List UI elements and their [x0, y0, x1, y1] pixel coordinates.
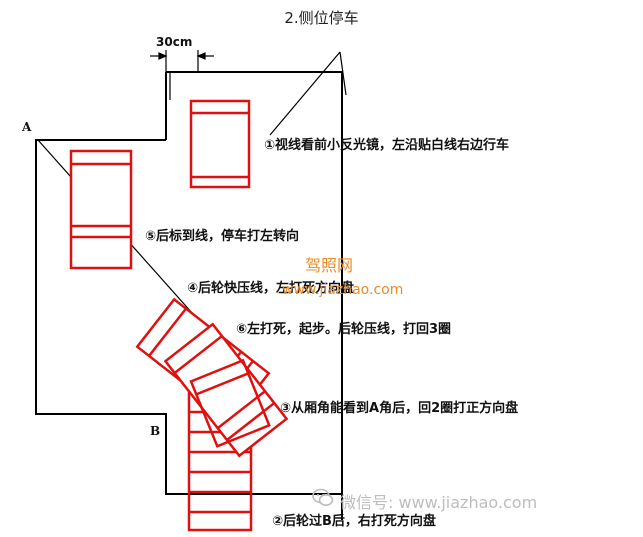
step-6-label: ⑥左打死，起步。后轮压线，打回3圈	[236, 322, 452, 337]
point-b-label: B	[150, 424, 161, 438]
front-car	[189, 99, 251, 189]
step-5-label: ⑤后标到线，停车打左转向	[145, 229, 300, 244]
step-1-label: ①视线看前小反光镜，左沿贴白线右边行车	[264, 138, 510, 153]
road-right-border	[166, 71, 343, 520]
watermark-url: www.jiazhao.com	[282, 282, 404, 298]
step-3-label: ③从厢角能看到A角后，回2圈打正方向盘	[280, 401, 519, 416]
watermark-wechat: 微信号: www.jiazhao.com	[340, 493, 538, 512]
step-2-label: ②后轮过B后，右打死方向盘	[272, 514, 436, 529]
watermark-cn: 驾照网	[305, 256, 354, 275]
dimension-marker	[150, 50, 214, 100]
pointer-step1	[269, 51, 341, 136]
turning-car-3	[189, 358, 271, 448]
point-a-label: A	[22, 120, 32, 134]
step-4-label: ④后轮快压线，左打死方向盘	[187, 281, 355, 296]
diagram-title: 2.侧位停车	[284, 9, 359, 27]
parked-car	[69, 149, 133, 270]
dimension-label: 30cm	[156, 35, 193, 49]
wechat-icon	[312, 488, 334, 506]
